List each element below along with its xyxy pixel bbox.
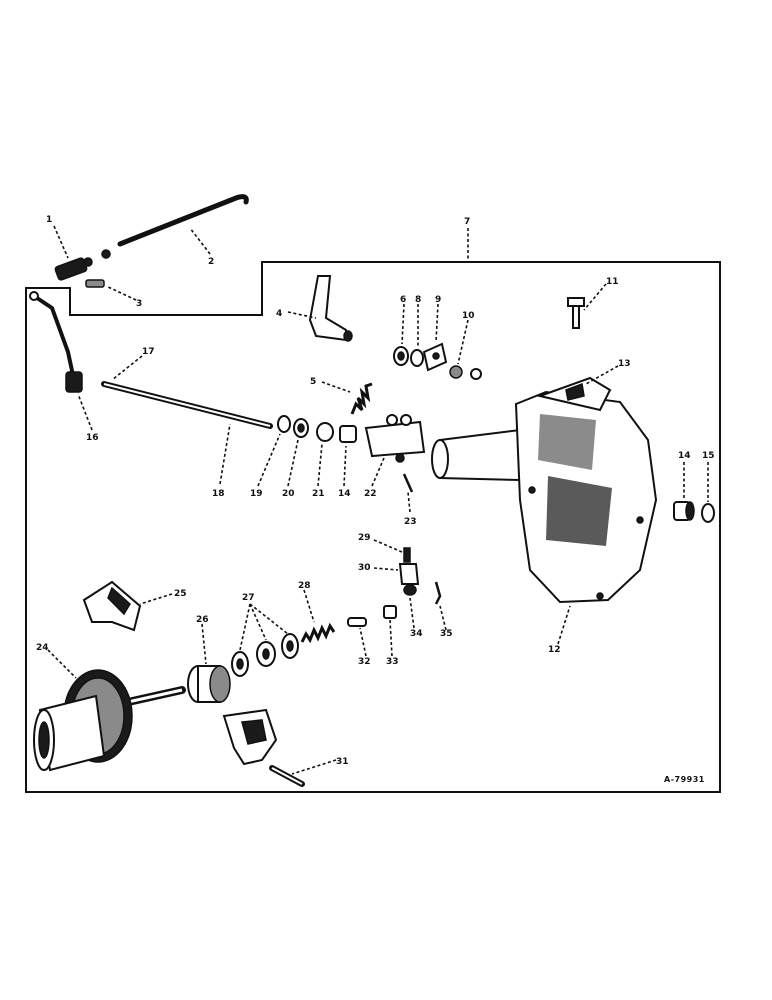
part-9-lever: [422, 342, 448, 372]
part-11-bolt: [567, 297, 585, 329]
callout-9: 9: [435, 295, 441, 305]
callout-labels: 1 2 3 4 5 6 7 8 9 10 11 12 13 14 14 15 1…: [36, 215, 715, 767]
callout-28: 28: [298, 581, 311, 591]
callout-8: 8: [415, 295, 421, 305]
part-32-pin: [347, 617, 367, 627]
assembly-frame: [25, 261, 721, 793]
callout-22: 22: [364, 489, 377, 499]
reference-code: A-79931: [664, 775, 705, 784]
part-8-washer: [410, 349, 424, 367]
part-22-shift-fork: [364, 414, 426, 463]
callout-26: 26: [196, 615, 209, 625]
part-flyweight-lower: [222, 708, 278, 766]
callout-3: 3: [136, 299, 142, 309]
part-13-housing-cover: [536, 376, 612, 412]
part-15-washer: [701, 503, 715, 523]
part-23-pin: [402, 473, 414, 493]
part-33-bushing: [383, 605, 397, 619]
part-10-lockwasher-nut: [449, 365, 482, 380]
part-34-connector: [403, 584, 417, 596]
callout-14-right: 14: [678, 451, 691, 461]
part-16-lever-arm: [29, 291, 83, 393]
callout-10: 10: [462, 311, 475, 321]
part-5-spring: [350, 382, 373, 415]
callout-1: 1: [46, 215, 52, 225]
callout-30: 30: [358, 563, 371, 573]
callout-27: 27: [242, 593, 255, 603]
callout-19: 19: [250, 489, 263, 499]
part-31-pin: [269, 765, 305, 787]
part-14-bushing-right: [673, 501, 695, 521]
callout-11: 11: [606, 277, 619, 287]
part-29-stud: [403, 547, 411, 563]
part-2-rod: [101, 194, 249, 259]
callout-18: 18: [212, 489, 225, 499]
callout-34: 34: [410, 629, 423, 639]
part-14-bushing-left: [339, 425, 357, 443]
callout-17: 17: [142, 347, 155, 357]
part-21-spacer: [316, 422, 334, 442]
part-4-lever-bracket: [308, 275, 353, 342]
callout-24: 24: [36, 643, 49, 653]
part-6-washer: [393, 346, 409, 366]
callout-29: 29: [358, 533, 371, 543]
part-12-governor-housing: [431, 390, 658, 604]
callout-20: 20: [282, 489, 295, 499]
callout-12: 12: [548, 645, 561, 655]
leader-lines: [47, 225, 709, 775]
callout-5: 5: [310, 377, 316, 387]
callout-33: 33: [386, 657, 399, 667]
part-28-spring: [300, 622, 336, 644]
callout-23: 23: [404, 517, 417, 527]
part-1-knob: [54, 257, 93, 281]
part-20-spacer: [293, 418, 309, 438]
part-26-sleeve: [187, 665, 231, 703]
callout-6: 6: [400, 295, 406, 305]
callout-13: 13: [618, 359, 631, 369]
callout-15: 15: [702, 451, 715, 461]
callout-16: 16: [86, 433, 99, 443]
callout-14-left: 14: [338, 489, 351, 499]
callout-21: 21: [312, 489, 325, 499]
part-19-washer: [277, 415, 291, 433]
callout-4: 4: [276, 309, 282, 319]
part-27-washers: [231, 633, 299, 677]
part-30-fitting: [398, 563, 420, 585]
part-25-flyweight: [82, 580, 142, 632]
part-35-hook-pin: [434, 581, 442, 605]
part-18-shaft: [101, 381, 273, 429]
callout-31: 31: [336, 757, 349, 767]
callout-35: 35: [440, 629, 453, 639]
callout-32: 32: [358, 657, 371, 667]
part-24-gear-assembly: [33, 669, 186, 772]
callout-7: 7: [464, 217, 470, 227]
callout-25: 25: [174, 589, 187, 599]
callout-2: 2: [208, 257, 214, 267]
part-3-screw: [85, 279, 105, 288]
